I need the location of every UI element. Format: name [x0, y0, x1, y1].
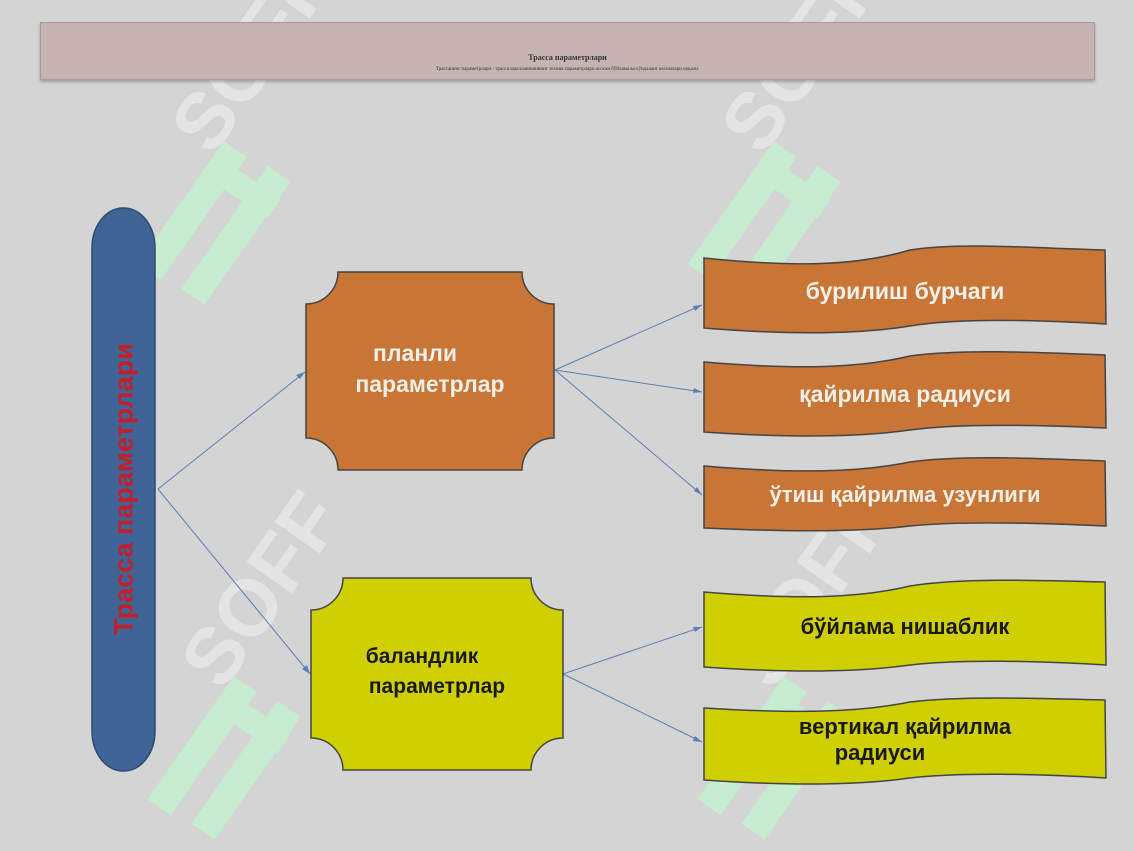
- balandlik-child-label-2: вертикал қайрилма радиуси: [704, 714, 1106, 766]
- balandlik-node: [310, 577, 564, 771]
- planli-label: планли параметрлар: [306, 340, 554, 398]
- arrowhead: [693, 388, 702, 393]
- connector-root-balandlik: [157, 488, 311, 675]
- arrowhead: [693, 305, 702, 311]
- planli-label-line-2: параметрлар: [355, 371, 505, 397]
- planli-node: [305, 271, 555, 471]
- header-title: Трасса параметрлари: [528, 53, 607, 62]
- balandlik-child-label-2-line-2: радиуси: [834, 740, 926, 765]
- balandlik-label-line-1: баландлик: [365, 645, 479, 668]
- planli-label-line-1: планли: [373, 340, 457, 366]
- connector-planli-child-2: [554, 369, 703, 393]
- planli-child-label-3: ўтиш қайрилма узунлиги: [769, 482, 1041, 507]
- planli-child-banner-1: [703, 245, 1107, 334]
- planli-child-banner-3: [703, 456, 1107, 532]
- arrowhead: [296, 372, 305, 379]
- root-node: [91, 207, 156, 772]
- connectors: [157, 304, 703, 743]
- connector-planli-child-1: [554, 304, 703, 371]
- root-label: Трасса параметрлари: [108, 343, 139, 635]
- arrowhead: [302, 665, 310, 674]
- header-banner: Трасса параметрлари Трассанинг параметрл…: [40, 22, 1095, 80]
- arrowhead: [693, 627, 702, 632]
- balandlik-label: баландлик параметрлар: [311, 645, 563, 699]
- planli-child-label-2: қайрилма радиуси: [799, 381, 1011, 407]
- planli-child-label-1: бурилиш бурчаги: [805, 278, 1005, 304]
- arrowhead: [693, 736, 702, 742]
- arrowhead: [694, 487, 702, 495]
- balandlik-child-label-2-line-1: вертикал қайрилма: [798, 714, 1012, 739]
- balandlik-child-banner-2: [703, 697, 1107, 785]
- balandlik-child-label-1: бўйлама нишаблик: [800, 614, 1010, 639]
- connector-balandlik-child-2: [562, 673, 703, 743]
- connector-planli-child-3: [554, 369, 703, 496]
- balandlik-label-line-2: параметрлар: [368, 675, 506, 698]
- planli-child-banner-2: [703, 350, 1107, 437]
- connector-root-planli: [157, 371, 306, 490]
- connector-balandlik-child-1: [562, 626, 703, 675]
- balandlik-child-banner-1: [703, 579, 1107, 672]
- header-subtitle: Трассанинг параметрлари - трасса шакллан…: [435, 67, 700, 72]
